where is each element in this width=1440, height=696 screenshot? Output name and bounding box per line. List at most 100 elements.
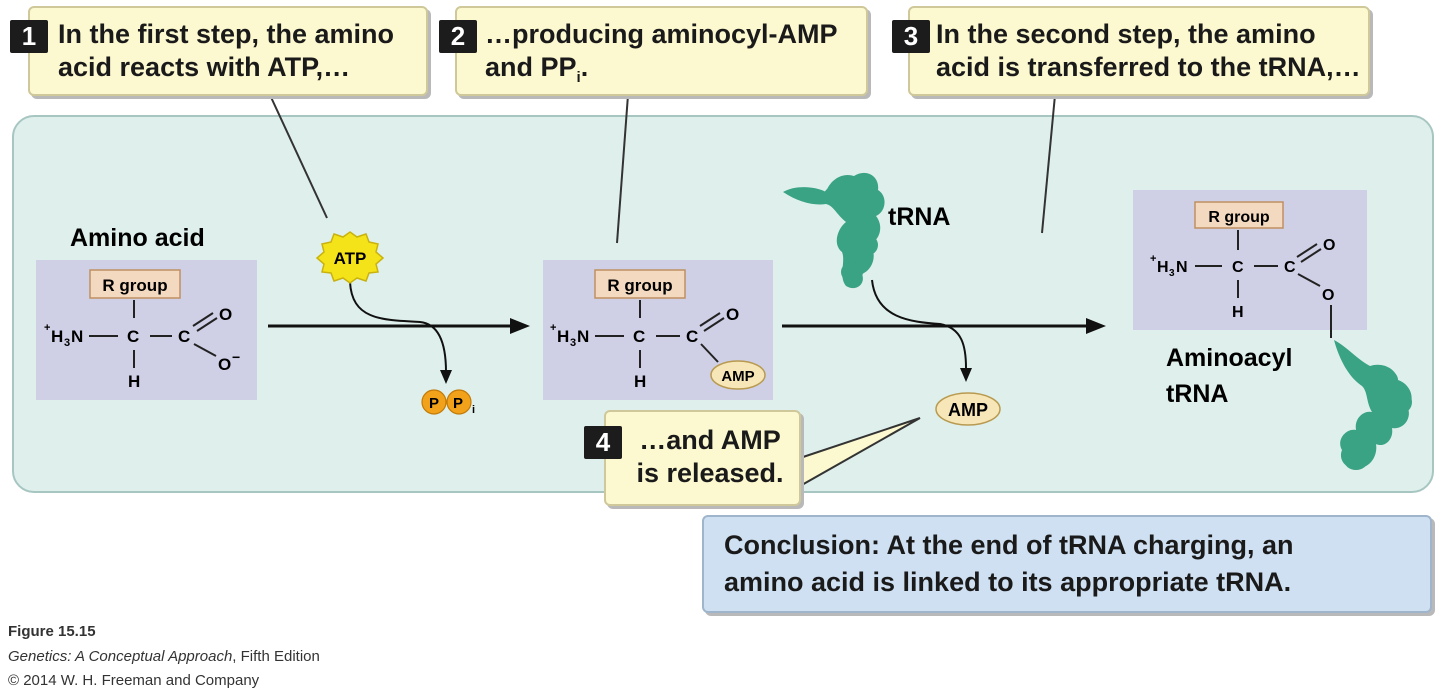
trna-lobe: [1344, 450, 1368, 470]
pointer-step4: [799, 417, 921, 488]
r-group-label: R group: [607, 276, 672, 295]
copyright: © 2014 W. H. Freeman and Company: [8, 672, 260, 689]
trna-lobe: [854, 234, 878, 256]
h-atom: H: [51, 327, 63, 346]
aminoacyl-label-line2: tRNA: [1166, 380, 1229, 408]
double-bond: [196, 317, 218, 332]
trna-curve-arrow: [871, 279, 967, 369]
p-subscript: i: [472, 404, 475, 416]
step-2-subscript: i: [576, 69, 581, 86]
atp-label: ATP: [334, 249, 367, 268]
step-1-line1: In the first step, the amino: [58, 19, 395, 49]
step-2-line1: …producing aminocyl-AMP: [485, 19, 838, 49]
aminoacyl-trna-structure: R group + H 3 N C C H O O: [1150, 201, 1335, 338]
trna-lobe: [1351, 428, 1377, 452]
h-atom: H: [634, 372, 646, 391]
arrowhead: [960, 368, 972, 382]
trna-lobe: [1388, 390, 1412, 414]
c-atom: C: [686, 327, 698, 346]
step-1-number: 1: [10, 20, 48, 53]
arrowhead: [440, 370, 452, 384]
book-edition: , Fifth Edition: [232, 648, 320, 665]
o-atom: O: [1323, 237, 1335, 254]
r-group-label: R group: [102, 276, 167, 295]
r-group-box: [594, 269, 686, 299]
double-bond: [1296, 243, 1318, 258]
p-label: P: [453, 395, 463, 412]
step-4-text: …and AMP is released.: [632, 424, 788, 490]
step-3-line2: acid is transferred to the tRNA,…: [936, 52, 1361, 82]
conclusion-line1: Conclusion: At the end of tRNA charging,…: [724, 530, 1294, 560]
c-atom: C: [1232, 259, 1244, 276]
conclusion-line2: amino acid is linked to its appropriate …: [724, 567, 1292, 597]
book-title: Genetics: A Conceptual Approach, Fifth E…: [8, 647, 320, 667]
released-amp-oval: [935, 392, 1001, 426]
bond: [193, 343, 217, 357]
subscript-3: 3: [64, 337, 70, 349]
step-4-line1: …and AMP: [639, 425, 781, 455]
step-2-period: .: [580, 52, 589, 82]
conclusion-box: Conclusion: At the end of tRNA charging,…: [702, 515, 1432, 613]
step-2-text: …producing aminocyl-AMP and PPi.: [485, 18, 838, 94]
double-bond: [192, 312, 214, 327]
c-atom: C: [178, 327, 190, 346]
step-1-line2: acid reacts with ATP,…: [58, 52, 351, 82]
atp-burst: [315, 231, 385, 284]
step-3-callout: 3 In the second step, the amino acid is …: [892, 6, 1370, 96]
bond: [700, 343, 719, 363]
h-atom: H: [128, 372, 140, 391]
subscript-3: 3: [1169, 268, 1175, 279]
r-group-box: [1194, 201, 1284, 229]
double-bond: [1300, 248, 1322, 263]
trna-lobe: [846, 193, 874, 217]
released-amp-label: AMP: [948, 400, 988, 420]
amino-acid-structure: R group + H 3 N C C H O O −: [44, 269, 240, 391]
amp-oval: [710, 360, 766, 390]
r-group-box: [89, 269, 181, 299]
o-atom: O: [219, 305, 232, 324]
o-atom: O: [218, 355, 231, 374]
arrowhead: [510, 318, 530, 334]
atp-curve-arrow: [349, 281, 447, 373]
c-atom: C: [127, 327, 139, 346]
double-bond: [699, 312, 721, 327]
aminoacyl-amp-structure: R group + H 3 N C C H O AMP: [550, 269, 766, 391]
step-3-text: In the second step, the amino acid is tr…: [936, 18, 1361, 84]
arrowhead: [1086, 318, 1106, 334]
n-atom: N: [71, 327, 83, 346]
c-atom: C: [1284, 259, 1296, 276]
aminoacyl-label-line1: Aminoacyl: [1166, 344, 1292, 372]
trna-lobe: [841, 262, 863, 282]
step-4-callout: 4 …and AMP is released.: [584, 410, 801, 506]
h-atom: H: [1157, 259, 1169, 276]
h-atom: H: [1232, 304, 1244, 321]
plus-sign: +: [1150, 253, 1156, 265]
p-label: P: [429, 395, 439, 412]
trna-label: tRNA: [888, 203, 951, 231]
phosphate-circle: [446, 389, 472, 415]
pointer-step3: [1041, 94, 1056, 234]
amino-acid-label: Amino acid: [70, 224, 205, 252]
subscript-3: 3: [570, 337, 576, 349]
step-2-number: 2: [439, 20, 477, 53]
r-group-label: R group: [1208, 209, 1270, 226]
step-2-line2-main: and PP: [485, 52, 577, 82]
trna-lobe: [1370, 369, 1398, 391]
h-atom: H: [557, 327, 569, 346]
c-atom: C: [633, 327, 645, 346]
phosphate-circle: [421, 389, 447, 415]
bond: [1297, 273, 1321, 287]
step-1-text: In the first step, the amino acid reacts…: [58, 18, 394, 84]
amp-label: AMP: [721, 368, 754, 385]
double-bond: [703, 317, 725, 332]
plus-sign: +: [44, 322, 50, 334]
book-title-italic: Genetics: A Conceptual Approach: [8, 648, 233, 665]
step-4-line2: is released.: [636, 458, 784, 488]
minus-sign: −: [232, 349, 240, 365]
step-3-number: 3: [892, 20, 930, 53]
step-4-number: 4: [584, 426, 622, 459]
n-atom: N: [577, 327, 589, 346]
plus-sign: +: [550, 322, 556, 334]
o-atom: O: [726, 305, 739, 324]
